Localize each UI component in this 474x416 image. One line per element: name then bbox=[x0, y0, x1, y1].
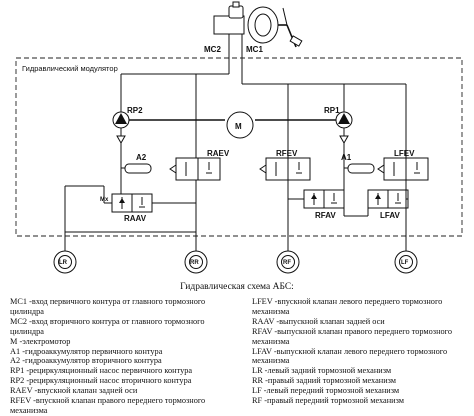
pump-rp2 bbox=[112, 111, 130, 129]
rf-label: RF bbox=[283, 260, 291, 266]
rfav-label: RFAV bbox=[315, 211, 336, 220]
legend-item: RF -правый передний тормозной механизм bbox=[252, 396, 405, 406]
valve-lfav bbox=[367, 189, 409, 209]
accumulator-a2 bbox=[121, 163, 152, 174]
rp1-label: RP1 bbox=[324, 106, 340, 115]
legend-item: A2 -гидроаккумулятор вторичного контура bbox=[10, 356, 162, 366]
lr-label: LR bbox=[59, 260, 68, 266]
legend-item: RFAV -выпускной клапан правого переднего… bbox=[252, 326, 453, 346]
legend-item: RFEV -впускной клапан правого переднего … bbox=[10, 396, 206, 415]
mc2-label: MC2 bbox=[204, 45, 221, 54]
legend-item: RP2 -рециркуляционный насос вторичного к… bbox=[10, 376, 192, 386]
abs-hydraulic-diagram: MC2 MC1 Гидравлический модулятор RP2 RP1… bbox=[15, 1, 463, 274]
legend-item: MC2 -вход вторичного контура от главного… bbox=[10, 316, 205, 336]
master-cylinder-pedal bbox=[213, 1, 303, 48]
raev-label: RAEV bbox=[207, 149, 230, 158]
legend-item: M -электромотор bbox=[10, 336, 71, 346]
brake-lr bbox=[53, 250, 77, 274]
diagram-caption: Гидравлическая схема АБС: bbox=[180, 282, 294, 292]
lfev-label: LFEV bbox=[394, 149, 415, 158]
brake-lf bbox=[394, 250, 418, 274]
rfev-label: RFEV bbox=[276, 149, 298, 158]
legend-item: A1 -гидроаккумулятор первичного контура bbox=[10, 346, 163, 356]
rr-label: RR bbox=[190, 260, 199, 266]
accumulator-a1 bbox=[344, 163, 375, 174]
brake-rf bbox=[276, 250, 300, 274]
legend-right: LFEV -впускной клапан левого переднего т… bbox=[252, 297, 470, 406]
valve-raav bbox=[104, 193, 153, 213]
legend-item: RAAV -выпускной клапан задней оси bbox=[252, 316, 385, 326]
legend-item: LFEV -впускной клапан левого переднего т… bbox=[252, 297, 443, 316]
mc1-label: MC1 bbox=[246, 45, 263, 54]
valve-rfev bbox=[259, 157, 311, 181]
valve-rfav bbox=[303, 189, 345, 209]
valve-raev bbox=[169, 157, 221, 181]
legend-item: MC1 -вход первичного контура от главного… bbox=[10, 297, 206, 316]
legend-left: MC1 -вход первичного контура от главного… bbox=[10, 297, 236, 416]
legend-item: RAEV -впускной клапан задней оси bbox=[10, 386, 138, 396]
legend-item: LR -левый задний тормозной механизм bbox=[252, 366, 392, 376]
brake-rr bbox=[184, 250, 208, 274]
electric-motor bbox=[226, 111, 254, 139]
legend-item: LF -левый передний тормозной механизм bbox=[252, 386, 400, 396]
a1-label: A1 bbox=[341, 153, 352, 162]
modulator-boundary bbox=[15, 57, 463, 237]
legend-item: RP1 -рециркуляционный насос первичного к… bbox=[10, 366, 193, 376]
legend-item: RR -правый задний тормозной механизм bbox=[252, 376, 397, 386]
motor-label: M bbox=[235, 122, 242, 131]
rp2-label: RP2 bbox=[127, 106, 143, 115]
legend-item: LFAV -выпускной клапан левого переднего … bbox=[252, 346, 448, 366]
lf-label: LF bbox=[401, 260, 409, 266]
raav-label: RAAV bbox=[124, 214, 147, 223]
modulator-title: Гидравлический модулятор bbox=[22, 64, 118, 73]
valve-lfev bbox=[377, 157, 429, 181]
a2-label: A2 bbox=[136, 153, 147, 162]
lfav-label: LFAV bbox=[380, 211, 401, 220]
